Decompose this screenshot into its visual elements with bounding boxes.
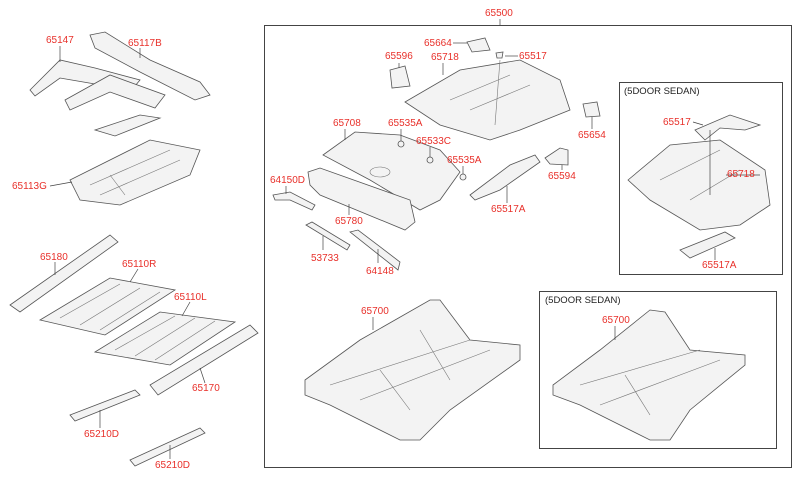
label-65517A[interactable]: 65517A [491,204,526,215]
label-65533C[interactable]: 65533C [416,136,452,147]
label-65110L[interactable]: 65110L [174,292,207,303]
part-65533C-clip [426,147,434,164]
part-65664 [453,37,491,53]
label-65517-sedan[interactable]: 65517 [663,117,691,128]
label-65718-sedan[interactable]: 65718 [727,169,755,180]
label-65180[interactable]: 65180 [40,252,68,263]
label-65535A-2[interactable]: 65535A [447,155,482,166]
part-65535A-clip-1 [397,129,405,148]
part-65210D-1 [69,389,141,428]
part-65654 [582,101,601,129]
label-65700[interactable]: 65700 [361,306,389,317]
label-65654[interactable]: 65654 [578,130,606,141]
part-65517A-sedan [679,231,736,260]
part-65517A [469,154,541,203]
label-65708[interactable]: 65708 [333,118,361,129]
label-65170[interactable]: 65170 [192,383,220,394]
label-65113G[interactable]: 65113G [12,181,47,192]
label-65517A-sedan[interactable]: 65517A [702,260,737,271]
part-65170 [149,324,259,396]
part-65708 [322,129,461,211]
label-65594[interactable]: 65594 [548,171,576,182]
sedan-box-2-caption: (5DOOR SEDAN) [545,295,621,306]
sedan-box-1-caption: (5DOOR SEDAN) [624,86,700,97]
sedan-box-1 [619,82,783,275]
label-65535A-1[interactable]: 65535A [388,118,423,129]
label-64148[interactable]: 64148 [366,266,394,277]
part-65780 [307,167,416,231]
part-65147 [29,46,166,137]
sedan-box-2 [539,291,777,449]
label-65500[interactable]: 65500 [485,8,513,19]
label-65147[interactable]: 65147 [46,35,74,46]
part-65594 [544,147,569,170]
label-65780[interactable]: 65780 [335,216,363,227]
label-65210D-2[interactable]: 65210D [155,460,191,471]
part-65535A-clip-2 [459,166,467,181]
part-65517 [495,51,518,59]
part-53733 [305,221,351,251]
label-64150D[interactable]: 64150D [270,175,306,186]
part-65517-sedan [692,114,762,195]
label-65210D-1[interactable]: 65210D [84,429,120,440]
part-65718-sedan [627,139,771,231]
part-65718 [404,59,571,141]
label-65700-sedan[interactable]: 65700 [602,315,630,326]
part-65210D-2 [129,427,206,467]
label-53733[interactable]: 53733 [311,253,339,264]
part-64150D [272,186,316,211]
part-65700 [304,299,521,441]
part-65180 [9,234,119,313]
part-65110L [93,301,237,366]
label-65110R[interactable]: 65110R [122,259,157,270]
part-65700-sedan [552,309,746,441]
part-65117B [89,31,211,101]
group-65500-frame [264,25,792,468]
label-65117B[interactable]: 65117B [128,38,162,49]
part-65110R [38,268,177,336]
label-65664[interactable]: 65664 [424,38,452,49]
label-65517[interactable]: 65517 [519,51,547,62]
part-65113G [49,139,201,206]
part-65596 [389,63,411,89]
label-65718[interactable]: 65718 [431,52,459,63]
part-64148 [349,229,401,271]
label-65596[interactable]: 65596 [385,51,413,62]
